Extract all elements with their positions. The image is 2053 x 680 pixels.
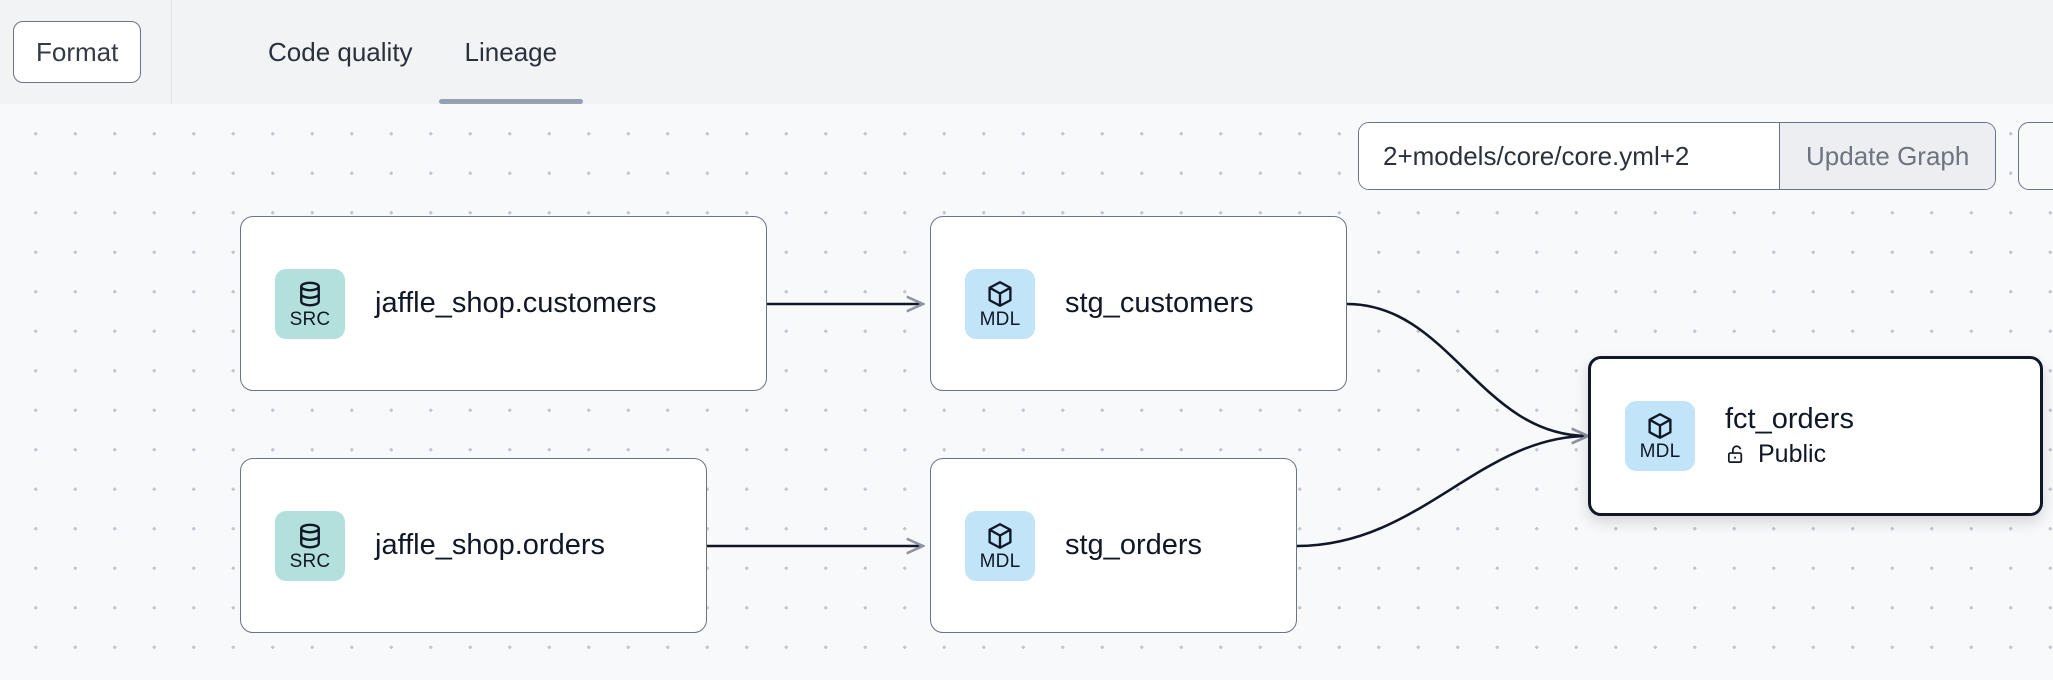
- edge-stgcustomers-to-fct: [1346, 302, 1588, 436]
- mdl-badge-label: MDL: [979, 550, 1021, 572]
- node-body: jaffle_shop.customers: [375, 287, 657, 320]
- mdl-badge: MDL: [965, 510, 1035, 581]
- lineage-node-stg-orders[interactable]: MDL stg_orders: [930, 458, 1297, 633]
- src-badge: SRC: [275, 510, 345, 581]
- format-button[interactable]: Format: [13, 21, 142, 83]
- selector-group: Update Graph: [1358, 122, 1997, 190]
- mdl-badge-label: MDL: [1639, 441, 1681, 462]
- node-body: jaffle_shop.orders: [375, 529, 605, 562]
- edge-stgorders-to-fct: [1296, 436, 1588, 548]
- graph-side-control-button[interactable]: [2018, 122, 2053, 190]
- cube-icon: [988, 280, 1012, 307]
- cube-icon: [988, 522, 1012, 549]
- tab-lineage[interactable]: Lineage: [438, 0, 584, 104]
- node-title: stg_customers: [1065, 286, 1254, 319]
- toolbar-left-group: Format: [0, 0, 172, 104]
- node-body: fct_orders Public: [1725, 403, 1854, 469]
- graph-selector-input[interactable]: [1359, 123, 1779, 189]
- src-badge-label: SRC: [289, 308, 331, 330]
- cube-icon: [1648, 413, 1672, 439]
- mdl-badge-label: MDL: [979, 308, 1021, 330]
- node-access-badge: Public: [1725, 440, 1854, 469]
- src-badge: SRC: [275, 268, 345, 339]
- lineage-node-jaffle-shop-orders[interactable]: SRC jaffle_shop.orders: [240, 458, 707, 633]
- node-title: fct_orders: [1725, 402, 1854, 435]
- update-graph-button[interactable]: Update Graph: [1779, 123, 1996, 189]
- node-title: jaffle_shop.orders: [375, 528, 606, 561]
- node-body: stg_orders: [1065, 529, 1202, 562]
- mdl-badge: MDL: [1625, 401, 1695, 471]
- lineage-canvas[interactable]: SRC jaffle_shop.customers MDL stg_custom…: [0, 104, 2053, 680]
- node-access-label: Public: [1758, 440, 1827, 469]
- src-badge-label: SRC: [289, 550, 331, 572]
- lineage-node-fct-orders[interactable]: MDL fct_orders Public: [1588, 356, 2043, 516]
- database-icon: [300, 523, 320, 548]
- node-title: jaffle_shop.customers: [375, 286, 657, 319]
- toolbar: Format Code quality Lineage: [0, 0, 2053, 104]
- tab-bar: Code quality Lineage: [172, 0, 583, 104]
- unlock-icon: [1727, 445, 1743, 464]
- mdl-badge: MDL: [965, 268, 1035, 339]
- node-title: stg_orders: [1065, 528, 1203, 561]
- lineage-node-stg-customers[interactable]: MDL stg_customers: [930, 216, 1347, 391]
- node-body: stg_customers: [1065, 287, 1254, 320]
- lineage-node-jaffle-shop-customers[interactable]: SRC jaffle_shop.customers: [240, 216, 767, 391]
- database-icon: [300, 281, 320, 306]
- tab-code-quality[interactable]: Code quality: [268, 36, 413, 67]
- graph-controls: Update Graph: [1358, 122, 2053, 190]
